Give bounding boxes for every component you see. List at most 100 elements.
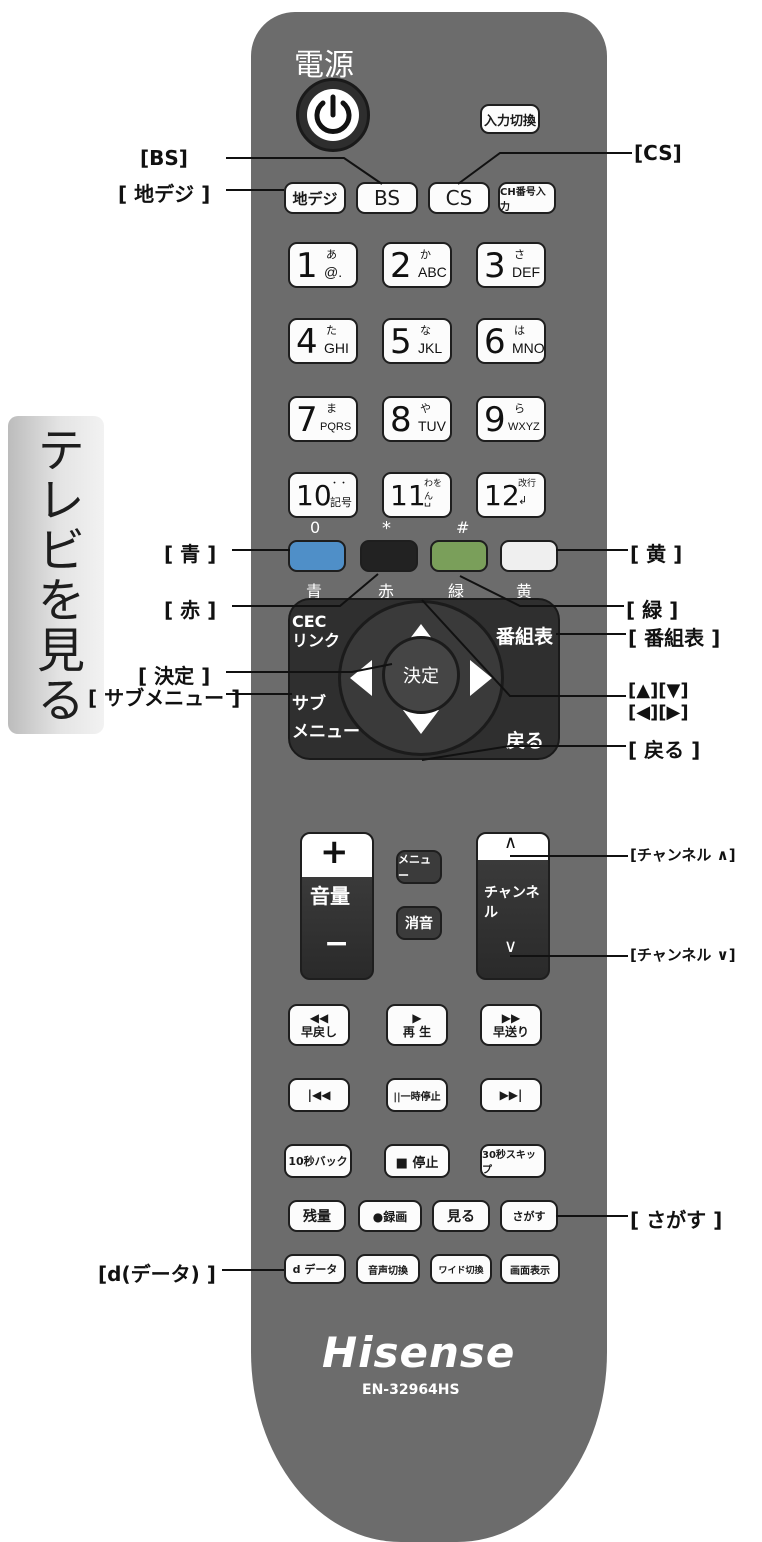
- remaining-button[interactable]: 残量: [288, 1200, 346, 1232]
- volume-down-icon[interactable]: −: [324, 926, 350, 961]
- number-digit: 12: [484, 479, 520, 512]
- mute-button[interactable]: 消音: [396, 906, 442, 940]
- input-switch-button[interactable]: 入力切換: [480, 104, 540, 134]
- stop-button[interactable]: ■ 停止: [384, 1144, 450, 1178]
- volume-rocker[interactable]: + 音量 −: [300, 832, 374, 980]
- play-button[interactable]: ▶ 再 生: [386, 1004, 448, 1046]
- bs-button[interactable]: BS: [356, 182, 418, 214]
- number-kana: な: [420, 324, 431, 337]
- callout-channel-up: [チャンネル ∧]: [630, 846, 736, 864]
- ch-number-input-button[interactable]: CH番号入力: [498, 182, 556, 214]
- number-letters: ↲: [518, 495, 528, 507]
- watch-button[interactable]: 見る: [432, 1200, 490, 1232]
- rewind-button[interactable]: ◀◀ 早戻し: [288, 1004, 350, 1046]
- back-10s-button[interactable]: 10秒バック: [284, 1144, 352, 1178]
- number-digit: 2: [390, 246, 412, 286]
- callout-search: [ さがす ]: [630, 1208, 723, 1232]
- fast-forward-button[interactable]: ▶▶ 早送り: [480, 1004, 542, 1046]
- number-digit: 9: [484, 400, 506, 440]
- number-letters: @.: [324, 264, 343, 280]
- number-digit: 5: [390, 322, 412, 362]
- symbol-zero: 0: [310, 518, 321, 537]
- number-10-button[interactable]: 10・・記号: [288, 472, 358, 518]
- cs-button[interactable]: CS: [428, 182, 490, 214]
- back-button[interactable]: 戻る: [506, 730, 545, 752]
- sub-menu-button[interactable]: サブ メニュー: [292, 690, 360, 746]
- callout-terrestrial: [ 地デジ ]: [118, 182, 211, 206]
- callout-left-right: [◀][▶]: [628, 702, 689, 723]
- volume-up-icon[interactable]: +: [320, 832, 349, 872]
- right-arrow-icon[interactable]: [470, 660, 492, 696]
- number-kana: は: [514, 324, 525, 337]
- d-data-button[interactable]: d データ: [284, 1254, 346, 1284]
- terrestrial-button[interactable]: 地デジ: [284, 182, 346, 214]
- rewind-icon: ◀◀: [309, 1011, 329, 1025]
- symbol-asterisk: *: [382, 518, 391, 539]
- number-digit: 11: [390, 479, 426, 512]
- cec-link-line2: リンク: [292, 631, 341, 650]
- wide-switch-button[interactable]: ワイド切換: [430, 1254, 492, 1284]
- menu-button[interactable]: メニュー: [396, 850, 442, 884]
- yellow-button[interactable]: [500, 540, 558, 572]
- number-digit: 8: [390, 400, 412, 440]
- number-letters: DEF: [512, 264, 540, 280]
- number-digit: 4: [296, 322, 318, 362]
- audio-switch-button[interactable]: 音声切換: [356, 1254, 420, 1284]
- red-button[interactable]: [360, 540, 418, 572]
- number-letters: WXYZ: [508, 421, 540, 433]
- number-kana: ら: [514, 402, 525, 415]
- number-kana: た: [326, 324, 337, 337]
- cec-link-button[interactable]: CEC リンク: [292, 612, 340, 650]
- number-kana: か: [420, 248, 431, 261]
- callout-green: [ 緑 ]: [626, 598, 679, 622]
- enter-button[interactable]: 決定: [382, 636, 460, 714]
- down-arrow-icon[interactable]: [403, 710, 439, 734]
- power-button[interactable]: [296, 78, 370, 152]
- number-kana: 改行: [518, 479, 537, 489]
- callout-channel-down: [チャンネル ∨]: [630, 946, 736, 964]
- play-icon: ▶: [412, 1011, 422, 1025]
- channel-rocker[interactable]: ∧ チャンネル ∨: [476, 832, 550, 980]
- pause-button[interactable]: ||一時停止: [386, 1078, 448, 1112]
- callout-enter: [ 決定 ]: [138, 664, 211, 688]
- number-letters: ␣: [424, 495, 431, 507]
- skip-30s-button[interactable]: 30秒スキップ: [480, 1144, 546, 1178]
- channel-up-icon[interactable]: ∧: [504, 832, 518, 853]
- fast-forward-label: 早送り: [492, 1025, 529, 1039]
- number-digit: 1: [296, 246, 318, 286]
- number-kana: さ: [514, 248, 525, 261]
- channel-down-icon[interactable]: ∨: [504, 936, 518, 957]
- display-info-button[interactable]: 画面表示: [500, 1254, 560, 1284]
- symbol-hash: #: [456, 518, 470, 537]
- red-label: 赤: [378, 582, 395, 601]
- program-guide-button[interactable]: 番組表: [496, 626, 554, 648]
- previous-button[interactable]: |◀◀: [288, 1078, 350, 1112]
- number-kana: あ: [326, 248, 337, 261]
- callout-yellow: [ 黄 ]: [630, 542, 683, 566]
- number-letters: TUV: [418, 418, 446, 434]
- number-kana: ま: [326, 402, 337, 415]
- blue-button[interactable]: [288, 540, 346, 572]
- green-button[interactable]: [430, 540, 488, 572]
- number-letters: JKL: [418, 340, 443, 356]
- next-button[interactable]: ▶▶|: [480, 1078, 542, 1112]
- callout-up-down: [▲][▼]: [628, 680, 689, 701]
- search-button[interactable]: さがす: [500, 1200, 558, 1232]
- callout-red: [ 赤 ]: [164, 598, 217, 622]
- record-button[interactable]: ●録画: [358, 1200, 422, 1232]
- number-letters: ABC: [418, 264, 447, 280]
- sub-menu-line2: メニュー: [292, 722, 360, 742]
- power-icon: [307, 89, 359, 141]
- number-letters: 記号: [330, 497, 352, 509]
